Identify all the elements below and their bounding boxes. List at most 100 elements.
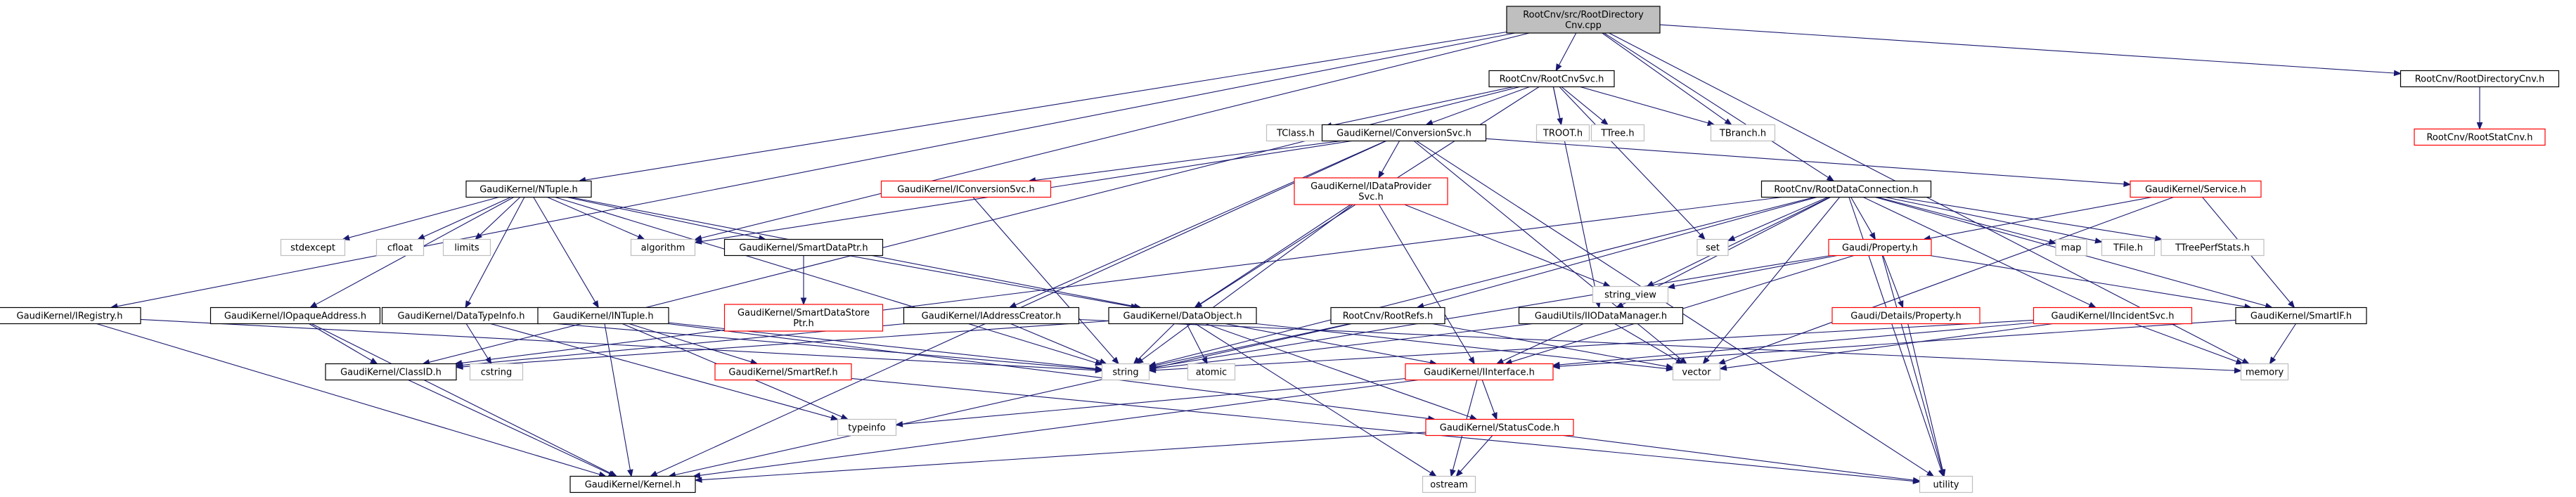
node-iopaqueaddr[interactable]: GaudiKernel/IOpaqueAddress.h xyxy=(210,306,381,325)
node-label: GaudiKernel/StatusCode.h xyxy=(1440,423,1559,434)
node-ttreeperf: TTreePerfStats.h xyxy=(2160,238,2265,257)
edge-dataobject-to-ostream xyxy=(1194,323,1437,477)
node-iregistry[interactable]: GaudiKernel/IRegistry.h xyxy=(0,306,141,325)
node-label: GaudiKernel/SmartDataStore xyxy=(738,308,870,318)
node-iinterface[interactable]: GaudiKernel/IInterface.h xyxy=(1405,363,1554,381)
edge-iregistry-to-kernel xyxy=(96,323,607,477)
node-label: utility xyxy=(1933,480,1959,491)
node-box xyxy=(1919,475,1973,493)
edge-statuscode-to-utility xyxy=(1563,434,1921,484)
node-box xyxy=(2055,238,2087,257)
node-kernel[interactable]: GaudiKernel/Kernel.h xyxy=(569,475,696,493)
node-box xyxy=(1592,285,1669,304)
node-ntuple[interactable]: GaudiKernel/NTuple.h xyxy=(465,180,592,198)
edge-iinterface-to-statuscode xyxy=(1481,380,1498,420)
edge-intuple-to-kernel xyxy=(604,323,633,477)
edge-rootdataconn-to-vector xyxy=(1702,197,1841,365)
edge-statuscode-to-ostream xyxy=(1455,435,1493,477)
edge-iincident-to-vector xyxy=(1719,323,2053,371)
node-label: vector xyxy=(1682,368,1711,378)
node-iaddrcreator[interactable]: GaudiKernel/IAddressCreator.h xyxy=(903,306,1080,325)
edge-rootdataconn-to-property xyxy=(1850,197,1876,240)
node-statuscode[interactable]: GaudiKernel/StatusCode.h xyxy=(1425,418,1574,437)
node-intuple[interactable]: GaudiKernel/INTuple.h xyxy=(537,306,669,325)
node-label: TFile.h xyxy=(2113,243,2143,254)
node-label: cfloat xyxy=(387,243,413,254)
node-label: GaudiKernel/Kernel.h xyxy=(585,480,681,491)
node-label: Gaudi/Details/Property.h xyxy=(1850,311,1962,322)
node-rootdircnv[interactable]: RootCnv/RootDirectoryCnv.h xyxy=(2400,70,2560,88)
node-label: GaudiKernel/Service.h xyxy=(2145,185,2246,195)
edge-smartif-to-iinterface xyxy=(1552,319,2236,370)
edge-iincident-to-string xyxy=(1148,319,2034,373)
edge-rootrefs-to-vector xyxy=(1432,323,1674,370)
node-box xyxy=(1506,6,1661,34)
node-memory: memory xyxy=(2240,363,2289,381)
edge-root-to-iregistry xyxy=(110,32,1515,309)
node-cfloat: cfloat xyxy=(375,238,425,257)
edge-property-to-detprop xyxy=(1882,255,1904,309)
node-box xyxy=(442,238,491,257)
node-root[interactable]: RootCnv/src/RootDirectoryCnv.cpp xyxy=(1506,6,1661,34)
node-smartdataptr[interactable]: GaudiKernel/SmartDataPtr.h xyxy=(723,238,884,257)
node-label: Svc.h xyxy=(1358,192,1383,202)
node-box xyxy=(2101,238,2156,257)
node-box xyxy=(1488,70,1615,88)
edge-convsvc-to-utility xyxy=(1416,141,1935,477)
node-box xyxy=(0,306,141,325)
edge-root-to-tbranch xyxy=(1602,32,1732,126)
node-iincident[interactable]: GaudiKernel/IIncidentSvc.h xyxy=(2033,306,2193,325)
node-rootdataconn[interactable]: RootCnv/RootDataConnection.h xyxy=(1760,180,1932,198)
node-convsvc[interactable]: GaudiKernel/ConversionSvc.h xyxy=(1321,124,1487,142)
edge-rootrefs-to-kernel xyxy=(668,323,1352,478)
node-atomic: atomic xyxy=(1187,363,1236,381)
node-box xyxy=(1828,238,1932,257)
node-stringview: string_view xyxy=(1592,285,1669,304)
edge-rootdataconn-to-map xyxy=(1877,196,2057,245)
node-label: GaudiKernel/IRegistry.h xyxy=(17,311,123,322)
node-iodatamgr[interactable]: GaudiUtils/IIODataManager.h xyxy=(1518,306,1684,325)
node-label: string xyxy=(1112,368,1138,378)
node-datatypeinfo[interactable]: GaudiKernel/DataTypeInfo.h xyxy=(381,306,541,325)
node-label: atomic xyxy=(1196,368,1227,378)
edge-iregistry-to-string xyxy=(140,318,1103,374)
node-rootstatcnv[interactable]: RootCnv/RootStatCnv.h xyxy=(2414,128,2546,146)
node-box xyxy=(537,306,669,325)
node-dataobject[interactable]: GaudiKernel/DataObject.h xyxy=(1108,306,1257,325)
node-service[interactable]: GaudiKernel/Service.h xyxy=(2130,180,2262,198)
edge-ntuple-to-limits xyxy=(475,197,521,240)
edge-iincident-to-iinterface xyxy=(1552,322,2034,368)
edge-idataprov-to-dataobject xyxy=(1194,204,1351,309)
node-box xyxy=(1535,124,1590,142)
node-box xyxy=(723,238,884,257)
node-property[interactable]: Gaudi/Property.h xyxy=(1828,238,1932,257)
node-box xyxy=(1831,306,1981,325)
node-box xyxy=(2130,180,2262,198)
edge-iconvsvc-to-string xyxy=(972,197,1119,365)
node-label: GaudiKernel/IAddressCreator.h xyxy=(922,311,1062,322)
node-label: typeinfo xyxy=(848,423,885,434)
edge-root-to-rootdataconn xyxy=(1604,32,1835,182)
edge-classid-to-kernel xyxy=(408,380,617,477)
node-box xyxy=(2235,306,2367,325)
node-label: GaudiUtils/IIODataManager.h xyxy=(1535,311,1667,322)
node-box xyxy=(2033,306,2193,325)
node-rootcnvsvc[interactable]: RootCnv/RootCnvSvc.h xyxy=(1488,70,1615,88)
node-rootrefs[interactable]: RootCnv/RootRefs.h xyxy=(1330,306,1445,325)
node-box xyxy=(1294,177,1448,205)
node-box xyxy=(1108,306,1257,325)
edge-rootdataconn-to-string xyxy=(1148,196,1815,368)
node-iconvsvc[interactable]: GaudiKernel/IConversionSvc.h xyxy=(880,180,1052,198)
node-box xyxy=(465,180,592,198)
node-algorithm: algorithm xyxy=(630,238,696,257)
node-tclass: TClass.h xyxy=(1266,124,1326,142)
node-smartif[interactable]: GaudiKernel/SmartIF.h xyxy=(2235,306,2367,325)
node-detprop[interactable]: Gaudi/Details/Property.h xyxy=(1831,306,1981,325)
node-box xyxy=(903,306,1080,325)
node-smartref[interactable]: GaudiKernel/SmartRef.h xyxy=(714,363,852,381)
node-classid[interactable]: GaudiKernel/ClassID.h xyxy=(325,363,457,381)
node-box xyxy=(1405,363,1554,381)
